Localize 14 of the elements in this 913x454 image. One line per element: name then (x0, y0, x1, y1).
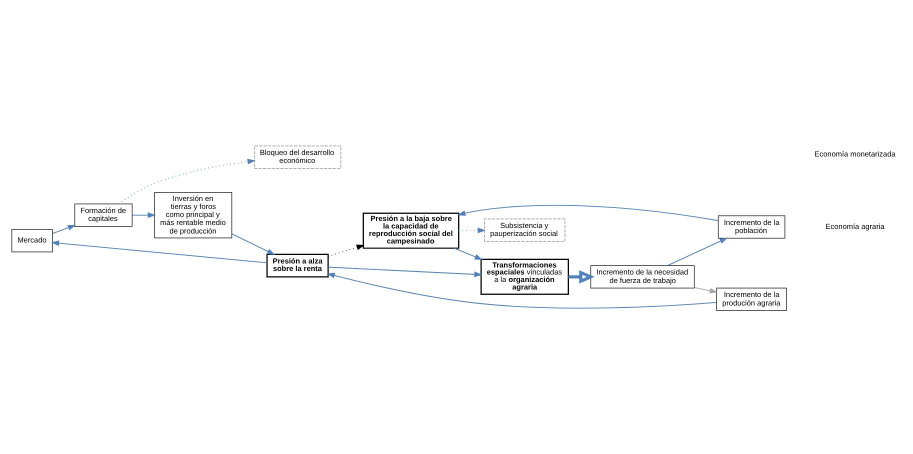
arrow (132, 212, 156, 218)
arrow (50, 240, 268, 264)
arrow (231, 233, 276, 256)
arrow (52, 224, 76, 234)
arrow (568, 270, 595, 284)
arrow (667, 238, 728, 266)
arrow (326, 272, 718, 309)
arrow (328, 266, 482, 278)
arrow (328, 244, 365, 257)
arrow (457, 204, 719, 222)
arrow (694, 287, 718, 294)
arrow (454, 248, 483, 260)
arrow (458, 228, 486, 234)
arrow (118, 158, 256, 204)
